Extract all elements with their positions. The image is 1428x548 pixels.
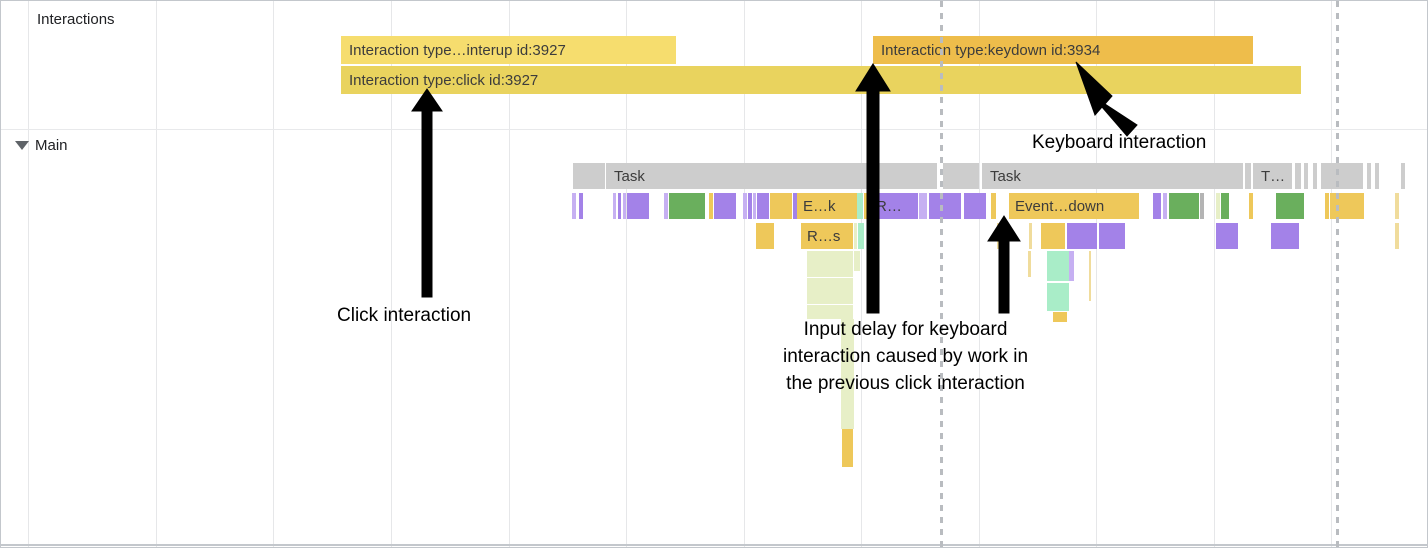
flame-block[interactable] bbox=[807, 278, 853, 304]
flame-block[interactable] bbox=[1028, 251, 1031, 277]
flame-block[interactable] bbox=[669, 193, 705, 219]
flame-block[interactable] bbox=[854, 251, 860, 271]
task-bar-segment[interactable] bbox=[1367, 163, 1371, 189]
flame-block[interactable] bbox=[1041, 223, 1065, 249]
flame-block[interactable] bbox=[1249, 193, 1253, 219]
flame-block[interactable] bbox=[748, 193, 752, 219]
flame-block[interactable] bbox=[770, 193, 792, 219]
task-bar-segment[interactable] bbox=[1401, 163, 1405, 189]
flame-block[interactable] bbox=[1099, 223, 1125, 249]
flame-block[interactable] bbox=[627, 193, 649, 219]
bottom-border bbox=[1, 544, 1427, 546]
flame-block[interactable] bbox=[1069, 251, 1074, 281]
flame-block[interactable] bbox=[1330, 193, 1364, 219]
gridline bbox=[156, 1, 157, 547]
task-bar-segment[interactable] bbox=[943, 163, 979, 189]
track-header-main[interactable]: Main bbox=[35, 137, 68, 154]
annotation-click-interaction: Click interaction bbox=[337, 305, 472, 326]
flame-block[interactable] bbox=[1047, 251, 1069, 281]
flame-block[interactable] bbox=[1067, 223, 1097, 249]
task-bar-segment[interactable] bbox=[1295, 163, 1301, 189]
flame-block[interactable] bbox=[842, 429, 853, 467]
flame-block[interactable] bbox=[1216, 223, 1238, 249]
gridline bbox=[391, 1, 392, 547]
flame-block[interactable] bbox=[1216, 193, 1220, 219]
flame-block[interactable] bbox=[714, 193, 736, 219]
dashed-marker-line bbox=[940, 1, 943, 547]
task-bar-segment[interactable] bbox=[1321, 163, 1363, 189]
task-bar-3[interactable]: T… bbox=[1252, 163, 1292, 189]
flame-block[interactable] bbox=[807, 251, 853, 277]
flame-block[interactable] bbox=[991, 193, 996, 219]
flame-block[interactable] bbox=[1163, 193, 1167, 219]
gridline bbox=[744, 1, 745, 547]
interaction-bar-click[interactable]: Interaction type:click id:3927 bbox=[341, 66, 1301, 94]
flame-block[interactable] bbox=[997, 223, 1001, 249]
annotation-keyboard-interaction: Keyboard interaction bbox=[1032, 132, 1207, 153]
flame-block[interactable] bbox=[664, 193, 668, 219]
interaction-bar-pointerup[interactable]: Interaction type…interup id:3927 bbox=[341, 36, 676, 64]
flame-block[interactable] bbox=[1200, 193, 1204, 219]
gridline bbox=[979, 1, 980, 547]
flame-block[interactable] bbox=[929, 193, 961, 219]
track-header-interactions[interactable]: Interactions bbox=[37, 11, 115, 28]
gridline bbox=[626, 1, 627, 547]
flame-block[interactable] bbox=[807, 305, 853, 319]
task-bar-segment[interactable] bbox=[1375, 163, 1379, 189]
flame-block[interactable] bbox=[1053, 312, 1067, 322]
flame-block[interactable] bbox=[1276, 193, 1304, 219]
gridline bbox=[273, 1, 274, 547]
flame-block[interactable] bbox=[964, 193, 986, 219]
flame-block[interactable] bbox=[709, 193, 713, 219]
flame-block[interactable] bbox=[623, 193, 626, 219]
dashed-marker-line bbox=[1336, 1, 1339, 547]
flame-block[interactable] bbox=[854, 223, 857, 249]
flame-block[interactable] bbox=[1395, 223, 1399, 249]
flame-block[interactable] bbox=[618, 193, 621, 219]
flame-block[interactable] bbox=[613, 193, 616, 219]
chevron-down-icon[interactable] bbox=[15, 141, 29, 150]
track-divider-interactions bbox=[1, 129, 1427, 130]
gridline bbox=[28, 1, 29, 547]
flame-block[interactable] bbox=[1169, 193, 1199, 219]
flame-block[interactable] bbox=[1221, 193, 1229, 219]
event-block-rs[interactable]: R…s bbox=[801, 223, 853, 249]
flame-block[interactable] bbox=[757, 193, 769, 219]
gridline bbox=[1214, 1, 1215, 547]
gridline bbox=[1331, 1, 1332, 547]
flame-block[interactable] bbox=[1153, 193, 1161, 219]
flame-block[interactable] bbox=[919, 193, 927, 219]
event-block-r[interactable]: R… bbox=[870, 193, 918, 219]
flame-block[interactable] bbox=[1271, 223, 1299, 249]
event-block-e[interactable]: E…k bbox=[797, 193, 857, 219]
task-bar-2[interactable]: Task bbox=[981, 163, 1243, 189]
flame-block[interactable] bbox=[841, 319, 854, 429]
flame-block[interactable] bbox=[743, 193, 747, 219]
flame-block[interactable] bbox=[1395, 193, 1399, 219]
flame-block[interactable] bbox=[1047, 283, 1069, 311]
flame-block[interactable] bbox=[756, 223, 774, 249]
task-bar-segment[interactable] bbox=[875, 163, 937, 189]
task-bar-segment[interactable] bbox=[573, 163, 605, 189]
task-bar-segment[interactable] bbox=[1304, 163, 1308, 189]
flame-block[interactable] bbox=[579, 193, 583, 219]
flame-block[interactable] bbox=[572, 193, 576, 219]
event-block-keydown[interactable]: Event…down bbox=[1009, 193, 1139, 219]
flame-block[interactable] bbox=[1029, 223, 1032, 249]
flame-block[interactable] bbox=[858, 223, 864, 249]
flame-block[interactable] bbox=[1325, 193, 1329, 219]
task-bar-segment[interactable] bbox=[1313, 163, 1317, 189]
gridline bbox=[509, 1, 510, 547]
task-bar-segment[interactable] bbox=[1245, 163, 1251, 189]
annotation-input-delay: Input delay for keyboard interaction cau… bbox=[783, 319, 1029, 394]
flame-block[interactable] bbox=[857, 193, 863, 219]
flame-block[interactable] bbox=[753, 193, 756, 219]
task-bar-1[interactable]: Task bbox=[605, 163, 875, 189]
flame-block[interactable] bbox=[1089, 251, 1091, 301]
gridline bbox=[1096, 1, 1097, 547]
flame-block[interactable] bbox=[793, 193, 797, 219]
interaction-bar-keydown[interactable]: Interaction type:keydown id:3934 bbox=[873, 36, 1253, 64]
